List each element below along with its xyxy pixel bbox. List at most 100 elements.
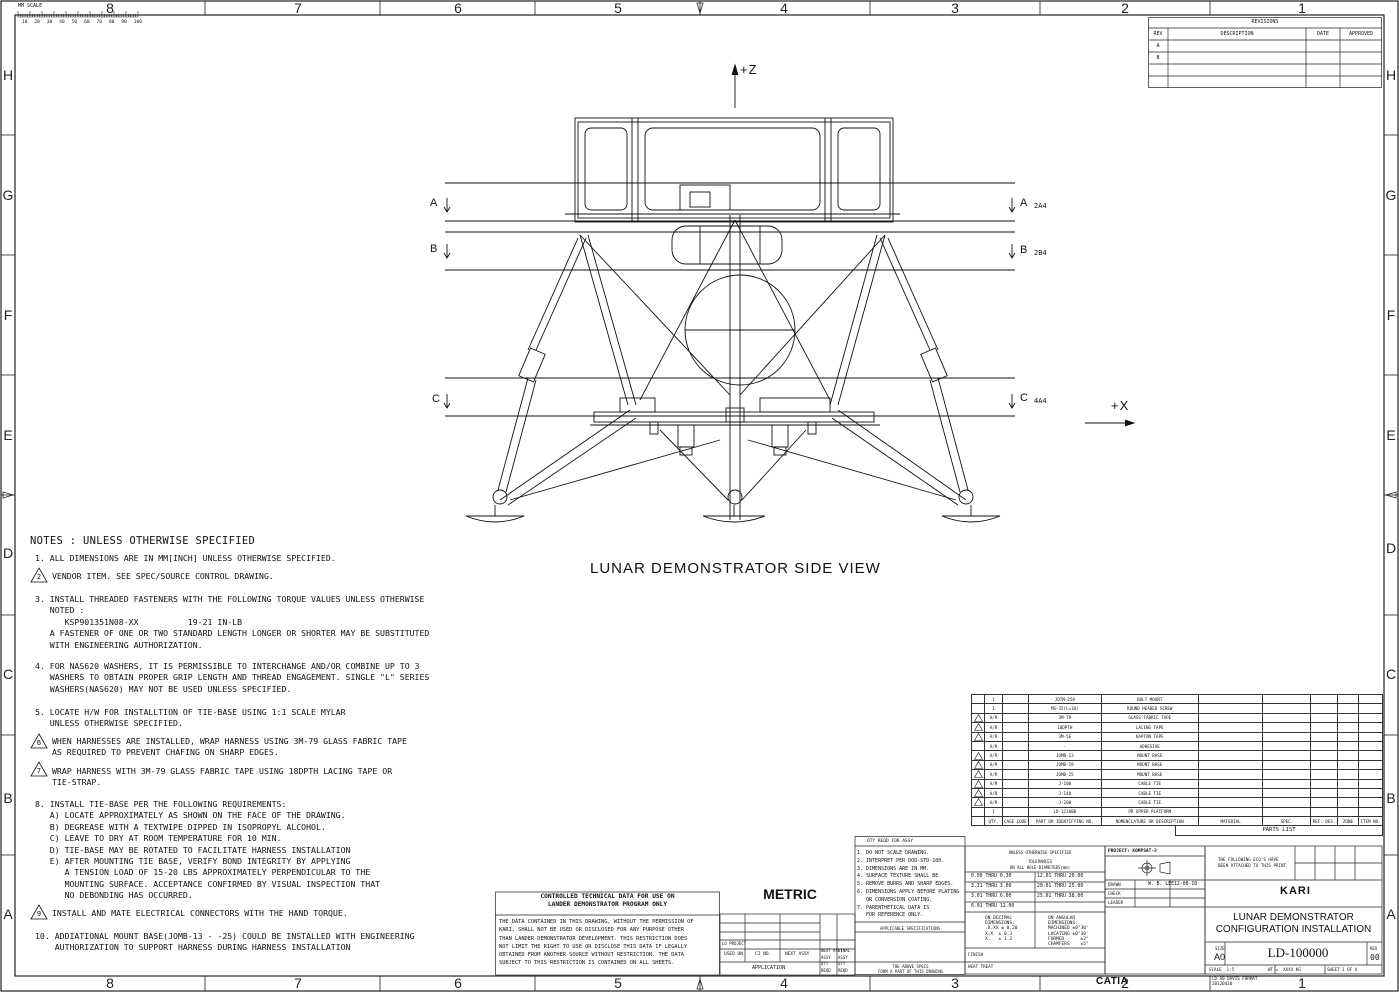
parts-cell-part: 3M-5E (1027, 731, 1102, 742)
ci-no-label: CI NO. (755, 952, 772, 957)
parts-cell-material (1197, 722, 1264, 733)
note-2: VENDOR ITEM. SEE SPEC/SOURCE CONTROL DRA… (52, 571, 274, 581)
controlled-data-title: CONTROLLED TECHNICAL DATA FOR USE ON LAN… (540, 893, 675, 908)
parts-cell-item (1358, 712, 1383, 724)
parts-cell-refdes (1310, 740, 1338, 752)
zone-col-6: 6 (454, 0, 462, 16)
zone-row-e: E (3, 427, 13, 443)
heat-treat-label: HEAT TREAT (968, 964, 994, 969)
parts-cell-material (1197, 750, 1264, 761)
rev-value: 00 (1370, 953, 1380, 962)
parts-cell-zone (1336, 693, 1360, 705)
parts-cell-cage (1001, 703, 1029, 714)
parts-cell-material (1197, 703, 1264, 714)
zone-row-h: H (2, 67, 14, 83)
next-assy-label: NEXT ASSY (785, 952, 810, 957)
parts-cell-item (1358, 778, 1383, 789)
section-b-ref: 2B4 (1034, 249, 1047, 257)
zone-row-h-right: H (1385, 67, 1397, 83)
note-4: 4. FOR NAS620 WASHERS, IT IS PERMISSIBLE… (35, 661, 430, 694)
flag-triangle-icon (973, 714, 983, 722)
parts-cell-cage (1001, 806, 1029, 818)
parts-cell-zone (1336, 750, 1360, 761)
size-label: SIZE (1215, 946, 1225, 951)
parts-cell-item (1358, 769, 1383, 780)
parts-cell-desc: CABLE TIE (1100, 778, 1199, 789)
parts-cell-cage (1001, 712, 1029, 724)
parts-cell-material (1197, 759, 1264, 771)
parts-cell-qty: A/R (984, 797, 1003, 808)
zone-row-a-right: A (1386, 906, 1396, 922)
parts-row: A/R-ADHESIVE (970, 740, 1383, 752)
zone-col-3-bottom: 3 (951, 975, 959, 991)
zone-col-4: 4 (780, 0, 788, 16)
zone-col-3: 3 (951, 0, 959, 16)
tol-row-4: 6.01 THRU 12.00 (971, 904, 1015, 909)
tol-row-3: 3.01 THRU 6.00 (971, 894, 1012, 899)
parts-cell-zone (1336, 759, 1360, 771)
note-9: INSTALL AND MATE ELECTRICAL CONNECTORS W… (52, 908, 348, 918)
parts-cell-flag (970, 712, 986, 724)
parts-cell-spec (1262, 722, 1312, 733)
pl-header-part: PART OR IDENTIFYING NO. (1027, 816, 1102, 827)
flag-triangle-icon (973, 770, 983, 778)
tolerance-sub: TOLERANCES ON ALL HOLE DIAMETERS(mm) (1009, 859, 1071, 870)
parts-cell-spec (1262, 731, 1312, 742)
note-8: 8. INSTALL TIE-BASE PER THE FOLLOWING RE… (35, 799, 381, 901)
scale-value: SCALE 1:5 (1209, 967, 1235, 972)
title-line-2: CONFIGURATION INSTALLATION (1215, 924, 1372, 935)
zone-row-g-right: G (1385, 187, 1397, 203)
zone-col-5: 5 (614, 0, 622, 16)
parts-cell-part: MS-35(L=10) (1027, 703, 1102, 714)
flag-note-6-num: 6 (36, 739, 42, 747)
parts-cell-flag (970, 806, 986, 818)
parts-cell-flag (970, 787, 986, 799)
section-c-ref: 4A4 (1034, 397, 1047, 405)
parts-cell-qty: A/R (984, 778, 1003, 789)
parts-cell-zone (1336, 722, 1360, 733)
parts-cell-cage (1001, 693, 1029, 705)
parts-cell-flag (970, 769, 986, 780)
parts-cell-spec (1262, 750, 1312, 761)
parts-cell-spec (1262, 787, 1312, 799)
pl-header-flag (970, 816, 986, 827)
parts-cell-refdes (1310, 722, 1338, 733)
parts-cell-material (1197, 740, 1264, 752)
parts-cell-refdes (1310, 703, 1338, 714)
note-5: 5. LOCATE H/W FOR INSTALLTION OF TIE-BAS… (35, 707, 346, 729)
rev-header-date: DATE (1316, 31, 1330, 37)
parts-cell-part: JOMB-25 (1027, 769, 1102, 780)
pl-header-desc: NOMENCLATURE OR DESCRIPTION (1100, 816, 1199, 827)
flag-note-6-icon (30, 733, 48, 749)
parts-cell-zone (1336, 806, 1360, 818)
parts-cell-item (1358, 703, 1383, 714)
parts-cell-item (1358, 787, 1383, 799)
parts-cell-cage (1001, 731, 1029, 742)
parts-cell-qty: A/R (984, 740, 1003, 752)
note-1: 1. ALL DIMENSIONS ARE IN MM[INCH] UNLESS… (35, 553, 336, 563)
parts-cell-refdes (1310, 787, 1338, 799)
parts-cell-flag (970, 797, 986, 808)
zone-col-1: 1 (1298, 0, 1306, 16)
qty-reqd-header: QTY REQD FOR ASSY (867, 839, 914, 844)
parts-cell-material (1197, 712, 1264, 724)
parts-cell-part: LD-121000 (1027, 806, 1102, 818)
parts-cell-zone (1336, 787, 1360, 799)
rev-label: REV (1370, 946, 1378, 951)
parts-cell-refdes (1310, 759, 1338, 771)
zone-col-4-bottom: 4 (780, 975, 788, 991)
parts-cell-refdes (1310, 806, 1338, 818)
parts-cell-zone (1336, 769, 1360, 780)
title-block-frame (495, 836, 1383, 976)
parts-cell-flag (970, 693, 986, 705)
zone-row-c-right: C (1385, 666, 1397, 682)
parts-cell-material (1197, 731, 1264, 742)
parts-cell-part: J-140 (1027, 787, 1102, 799)
parts-cell-part: J-200 (1027, 797, 1102, 808)
flag-note-9-icon (30, 904, 48, 920)
